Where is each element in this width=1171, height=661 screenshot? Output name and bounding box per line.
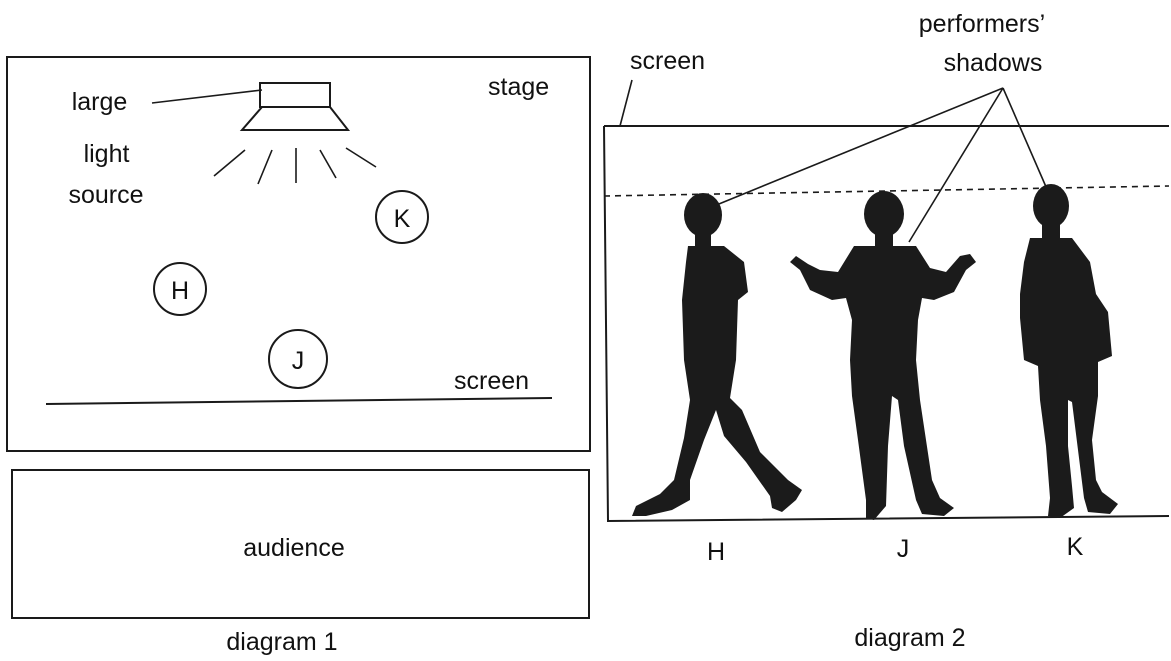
- svg-text:H: H: [171, 277, 189, 305]
- shadow-label-j: J: [897, 535, 910, 563]
- caption-diagram-1: diagram 1: [226, 628, 337, 656]
- performer-k-marker: K: [375, 190, 429, 244]
- caption-diagram-2: diagram 2: [854, 624, 965, 652]
- performer-h-shadow: [632, 193, 802, 516]
- svg-text:K: K: [394, 205, 411, 233]
- diagram-1: stage large light source K H J: [6, 56, 591, 656]
- performer-k-shadow: [1020, 184, 1118, 518]
- stage-box: [6, 56, 591, 452]
- audience-label: audience: [243, 534, 344, 562]
- svg-text:J: J: [292, 347, 305, 375]
- screen-label-pointer: [619, 79, 633, 127]
- screen-label-1: screen: [454, 367, 529, 395]
- performer-j-shadow: [790, 191, 976, 520]
- stage-label: stage: [488, 73, 549, 101]
- shadows-label-pointers: [713, 87, 1051, 243]
- diagram-2: screen performers’ shadows: [603, 10, 1170, 652]
- performer-h-marker: H: [153, 262, 207, 316]
- screen-label-2: screen: [630, 47, 705, 75]
- light-source-icon: [213, 82, 377, 185]
- shadow-label-h: H: [707, 538, 725, 566]
- screen-frame: [603, 125, 1170, 523]
- shadow-label-k: K: [1067, 533, 1084, 561]
- screen-line: [45, 397, 553, 405]
- light-source-label: large light source: [68, 88, 143, 209]
- performer-j-marker: J: [268, 329, 328, 389]
- shadows-label: performers’ shadows: [919, 10, 1051, 77]
- audience-box: [11, 469, 590, 619]
- light-label-pointer: [151, 89, 263, 104]
